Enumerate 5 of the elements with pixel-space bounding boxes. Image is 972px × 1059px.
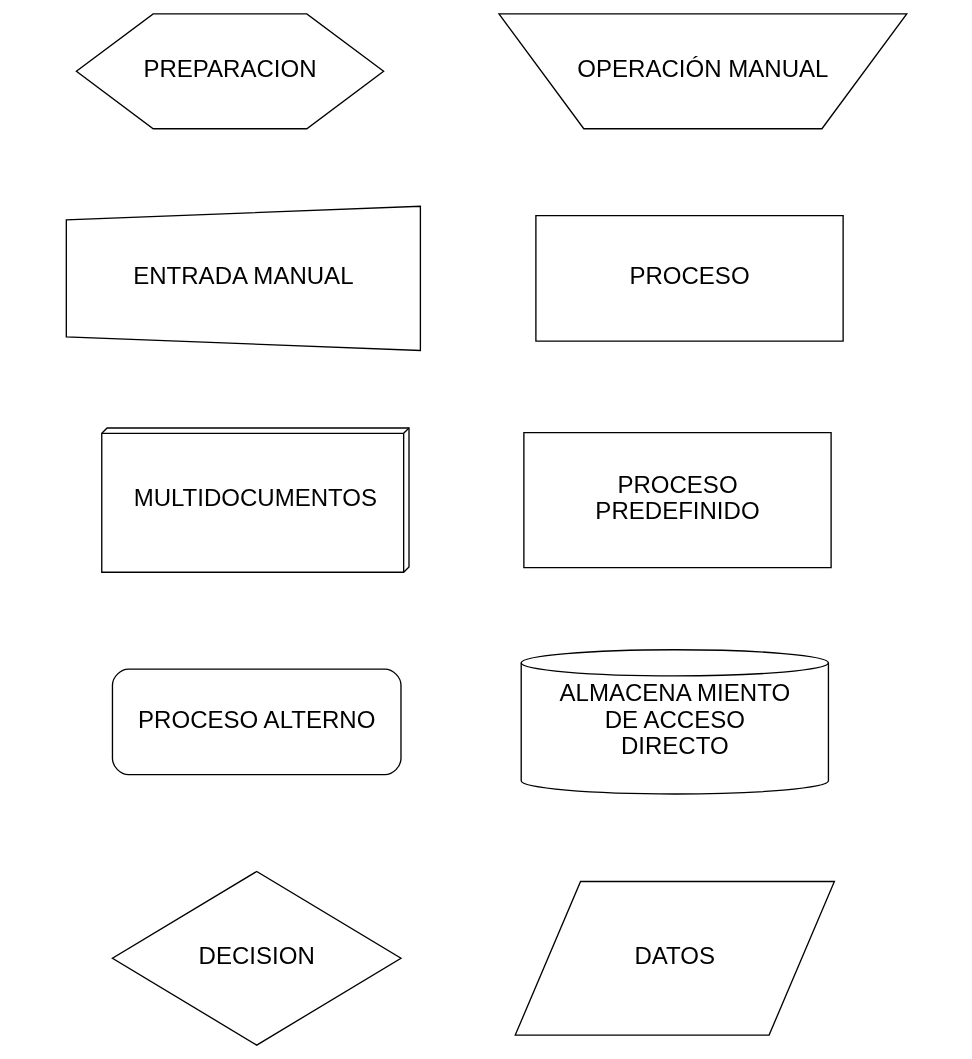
node-diamond: DECISION: [110, 870, 402, 1046]
node-box: PROCESO ALTERNO: [111, 668, 402, 776]
node-box: PROCESO: [534, 214, 844, 342]
node-box: PROCESO PREDEFINIDO: [522, 432, 832, 569]
node-box: ENTRADA MANUAL: [65, 205, 421, 352]
